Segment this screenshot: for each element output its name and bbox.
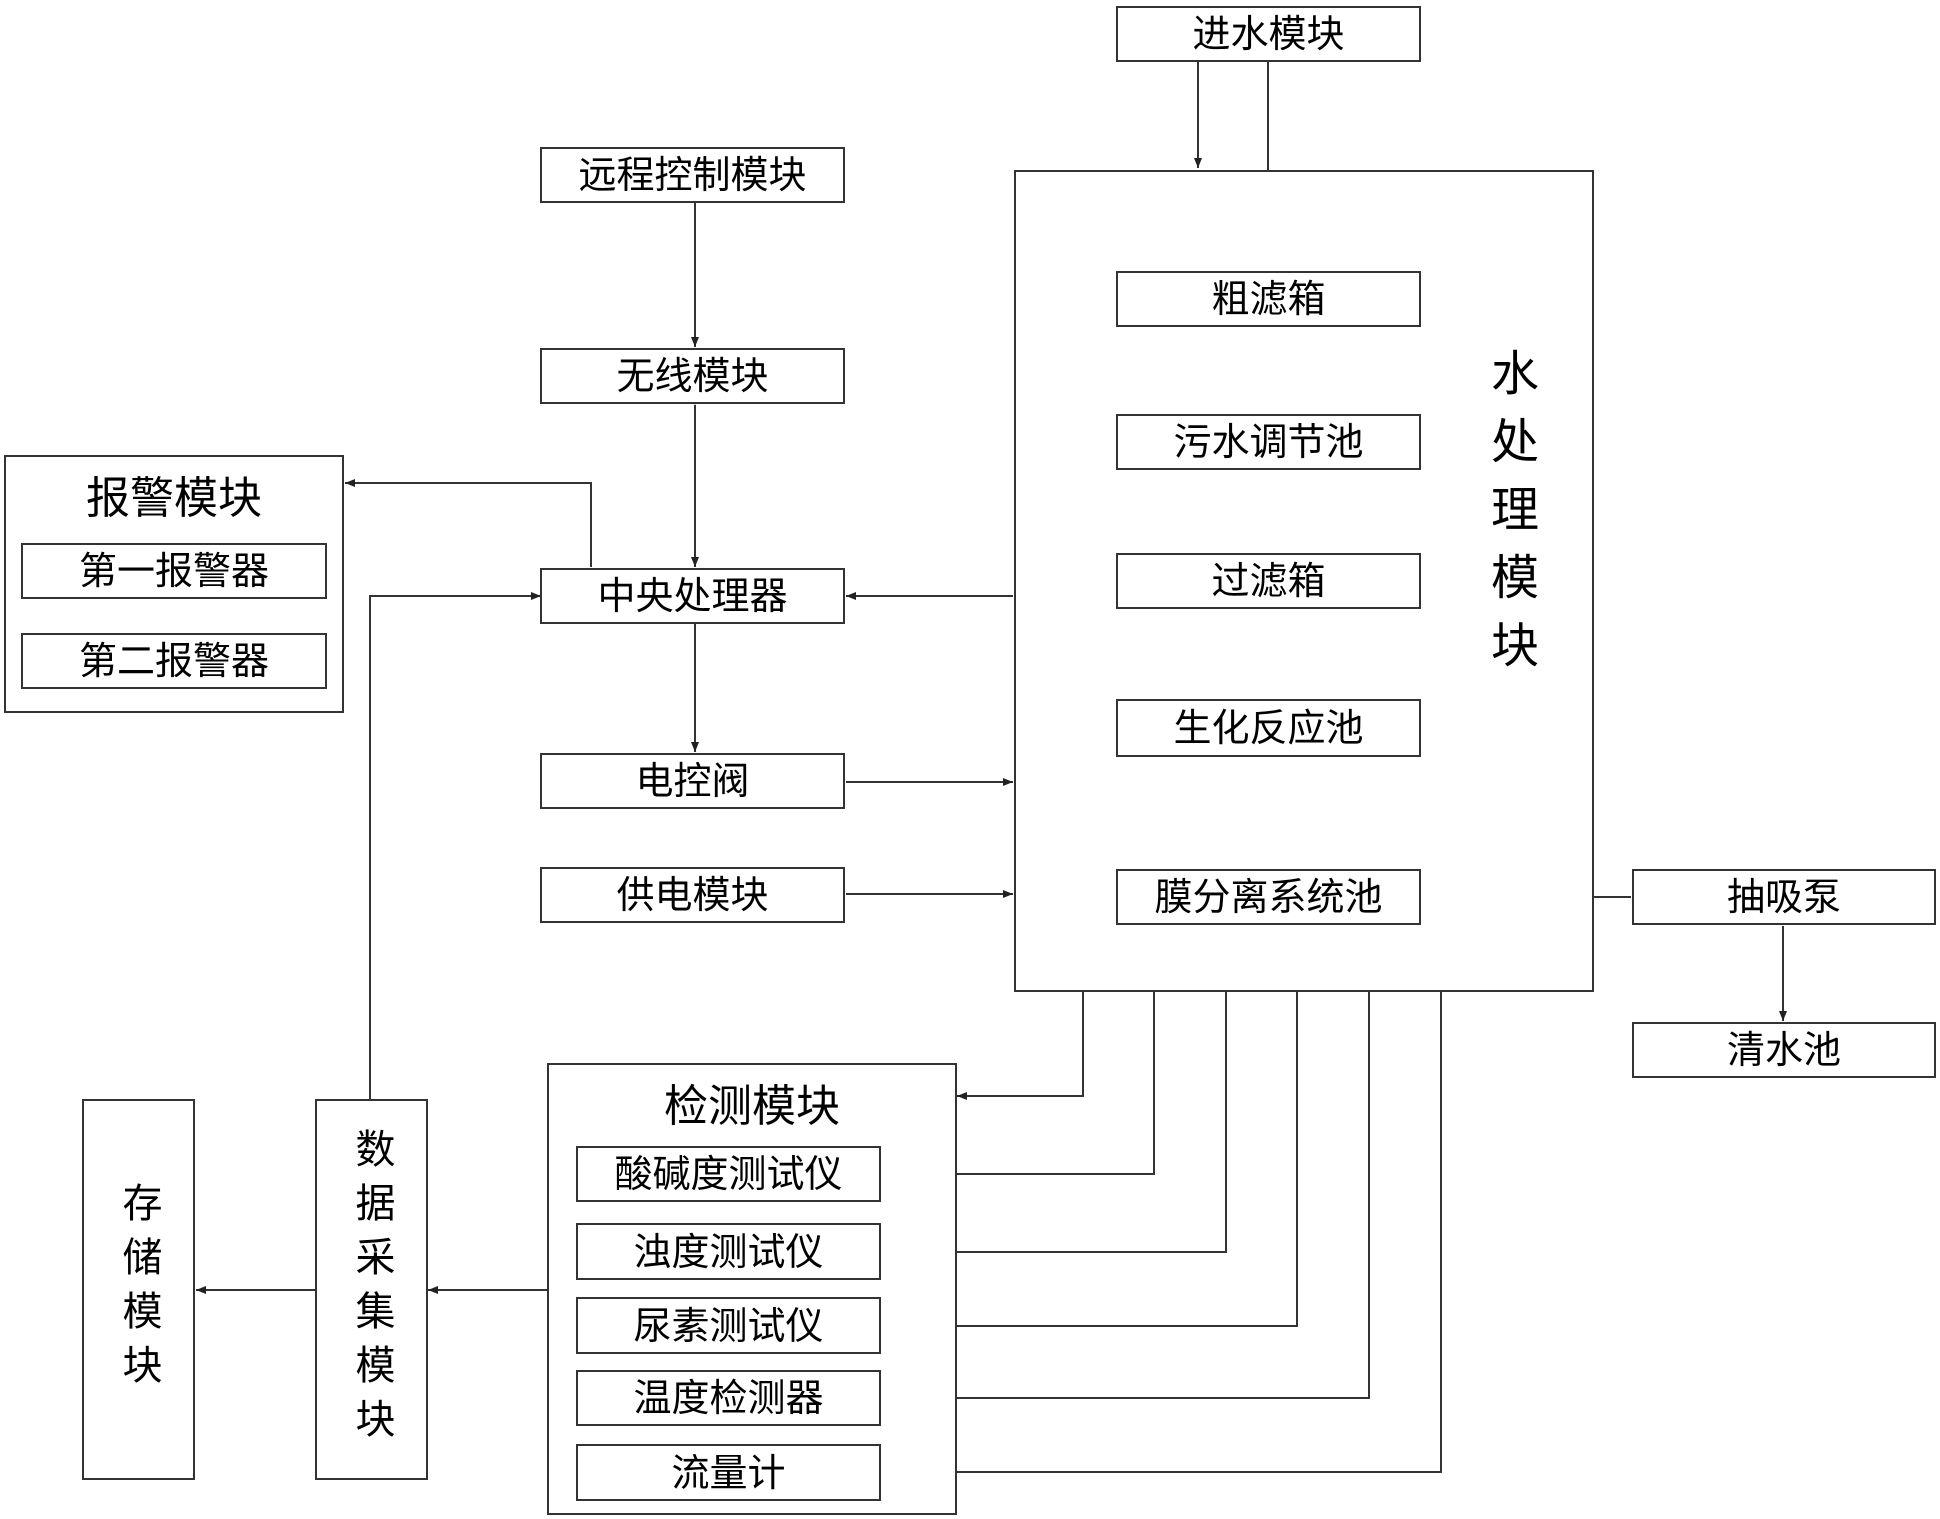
alarm-module-title: 报警模块 <box>86 473 262 524</box>
detection-module-title: 检测模块 <box>664 1081 840 1132</box>
data-acquisition-label: 数据采集模块 <box>348 1127 395 1452</box>
ph-tester: 酸碱度测试仪 <box>576 1146 881 1202</box>
membrane-separation-tank: 膜分离系统池 <box>1116 869 1421 925</box>
first-alarm: 第一报警器 <box>21 543 327 599</box>
data-acquisition-module: 数据采集模块 <box>315 1099 428 1480</box>
suction-pump: 抽吸泵 <box>1632 869 1936 925</box>
water-treatment-module-label: 水处理模块 <box>1482 348 1538 688</box>
arrow-treatment-to-ph <box>881 991 1155 1178</box>
biochemical-reaction-tank: 生化反应池 <box>1116 699 1421 757</box>
storage-module: 存储模块 <box>82 1099 195 1480</box>
remote-control-module: 远程控制模块 <box>540 147 845 203</box>
arrow-treatment-to-urea <box>881 991 1298 1330</box>
urea-tester: 尿素测试仪 <box>576 1297 881 1354</box>
water-inlet-module: 进水模块 <box>1116 6 1421 62</box>
arrow-treatment-to-flow <box>881 991 1442 1476</box>
power-supply-module: 供电模块 <box>540 867 845 923</box>
wireless-module: 无线模块 <box>540 348 845 404</box>
central-processor: 中央处理器 <box>540 568 845 624</box>
flow-meter: 流量计 <box>576 1444 881 1501</box>
second-alarm: 第二报警器 <box>21 633 327 689</box>
arrow-treatment-to-turbidity <box>881 991 1227 1256</box>
coarse-filter-box: 粗滤箱 <box>1116 271 1421 327</box>
turbidity-tester: 浊度测试仪 <box>576 1223 881 1280</box>
arrow-acquisition-to-cpu <box>369 592 541 1099</box>
arrow-treatment-to-temp <box>881 991 1370 1402</box>
clean-water-tank: 清水池 <box>1632 1022 1936 1078</box>
detection-module: 检测模块 <box>547 1063 957 1515</box>
arrow-treatment-to-detection <box>957 991 1084 1100</box>
electric-control-valve: 电控阀 <box>540 753 845 809</box>
storage-label: 存储模块 <box>115 1181 162 1398</box>
alarm-module: 报警模块 第一报警器 第二报警器 <box>4 455 344 713</box>
filter-box: 过滤箱 <box>1116 553 1421 609</box>
sewage-regulating-tank: 污水调节池 <box>1116 414 1421 470</box>
arrow-cpu-to-alarm <box>345 479 592 567</box>
temperature-detector: 温度检测器 <box>576 1370 881 1426</box>
